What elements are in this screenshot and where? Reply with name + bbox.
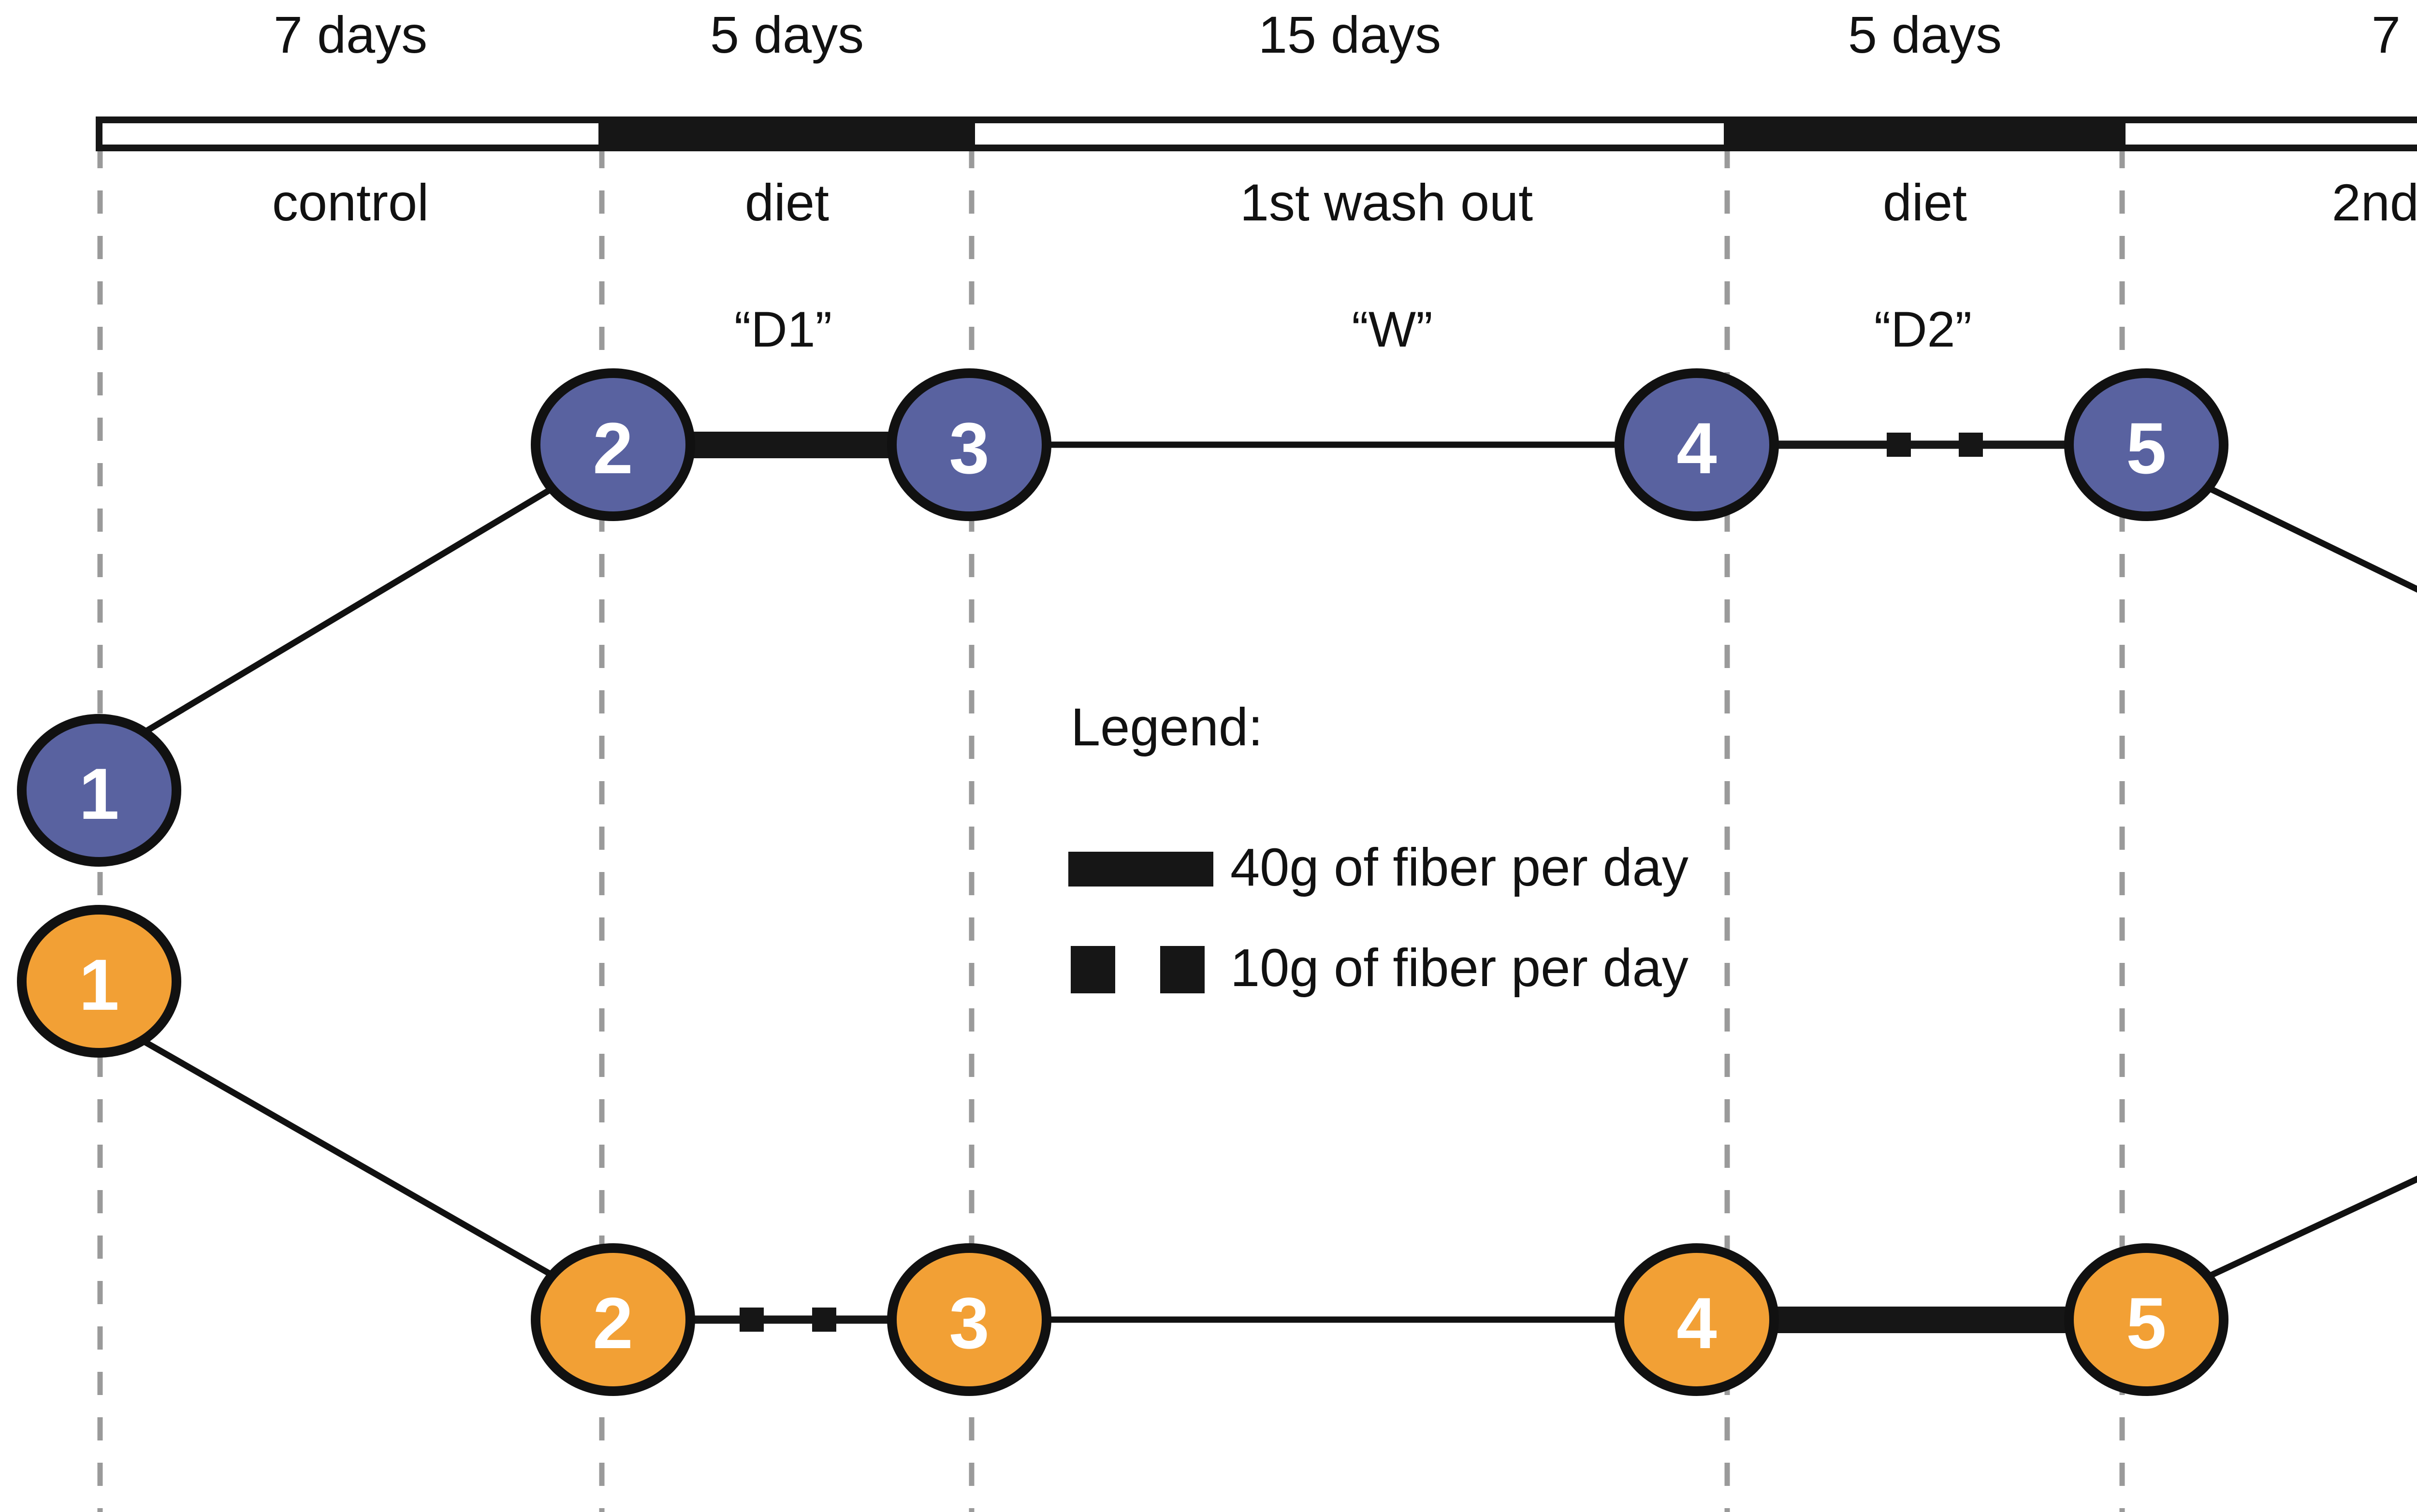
timeline-segment-diet2	[1724, 116, 2126, 151]
timeline-segment-washout2	[2119, 116, 2417, 151]
node-blue-3-label: 3	[949, 407, 989, 489]
node-orange-1-label: 1	[79, 944, 119, 1025]
link-blue-2-3-thick	[686, 432, 894, 458]
legend-item-label-40g: 40g of fiber per day	[1230, 838, 1689, 897]
timeline-segment-diet1	[598, 116, 975, 151]
node-blue-1-label: 1	[79, 753, 119, 834]
node-orange-2-label: 2	[593, 1282, 633, 1364]
duration-label-control: 7 days	[273, 5, 428, 64]
link-orange-2-3-dash-b	[812, 1308, 836, 1332]
legend-swatch-dashed-bar-b	[1160, 946, 1205, 993]
duration-label-washout1: 15 days	[1258, 5, 1441, 64]
node-blue-1[interactable]: 1	[17, 714, 181, 867]
arm-blue-nodes: 1 2 3 4 5 6	[17, 368, 2228, 867]
link-blue-5-6	[2208, 485, 2417, 593]
node-blue-4[interactable]: 4	[1615, 368, 1779, 521]
phase-code-d1: “D1”	[734, 302, 832, 358]
timeline-segment-washout1	[968, 116, 1731, 151]
arm-blue-links	[138, 432, 2417, 738]
phase-label-washout1: 1st wash out	[1239, 173, 1533, 232]
phase-label-control: control	[272, 173, 429, 232]
phase-label-diet2: diet	[1882, 173, 1967, 232]
arm-orange-nodes: 1 2 3 4 5 6	[17, 905, 2228, 1396]
node-orange-3-label: 3	[949, 1282, 989, 1364]
node-blue-2[interactable]: 2	[531, 368, 695, 521]
node-orange-3[interactable]: 3	[887, 1243, 1051, 1396]
node-orange-4[interactable]: 4	[1615, 1243, 1779, 1396]
phase-code-w: “W”	[1352, 302, 1433, 358]
node-blue-2-label: 2	[593, 407, 633, 489]
node-orange-2[interactable]: 2	[531, 1243, 695, 1396]
node-orange-4-label: 4	[1676, 1282, 1717, 1364]
duration-label-diet1: 5 days	[710, 5, 864, 64]
node-orange-5[interactable]: 5	[2064, 1243, 2228, 1396]
phase-code-d2: “D2”	[1874, 302, 1972, 358]
node-blue-4-label: 4	[1676, 407, 1717, 489]
phase-label-diet1: diet	[744, 173, 830, 232]
legend-swatch-dashed-bar-a	[1071, 946, 1115, 993]
node-blue-3[interactable]: 3	[887, 368, 1051, 521]
link-blue-4-5-dash-b	[1959, 433, 1983, 457]
legend-title: Legend:	[1071, 698, 1263, 757]
timeline-bar	[96, 116, 2417, 151]
node-blue-5-label: 5	[2126, 407, 2166, 489]
legend-swatches	[1068, 852, 1213, 993]
link-orange-2-3-dash-a	[740, 1308, 764, 1332]
duration-label-diet2: 5 days	[1848, 5, 2002, 64]
phase-label-washout2: 2nd wash out	[2331, 173, 2417, 232]
node-blue-5[interactable]: 5	[2064, 368, 2228, 521]
legend-item-label-10g: 10g of fiber per day	[1230, 938, 1689, 998]
legend-swatch-solid-bar	[1068, 852, 1213, 887]
link-blue-1-2	[138, 480, 563, 738]
timeline-segment-control	[96, 116, 605, 151]
duration-label-washout2: 7 days	[2371, 5, 2417, 64]
link-orange-5-6	[2208, 1176, 2417, 1279]
link-orange-1-2	[138, 1036, 563, 1283]
node-orange-1[interactable]: 1	[17, 905, 181, 1058]
link-blue-4-5-dash-a	[1887, 433, 1911, 457]
node-orange-5-label: 5	[2126, 1282, 2166, 1364]
